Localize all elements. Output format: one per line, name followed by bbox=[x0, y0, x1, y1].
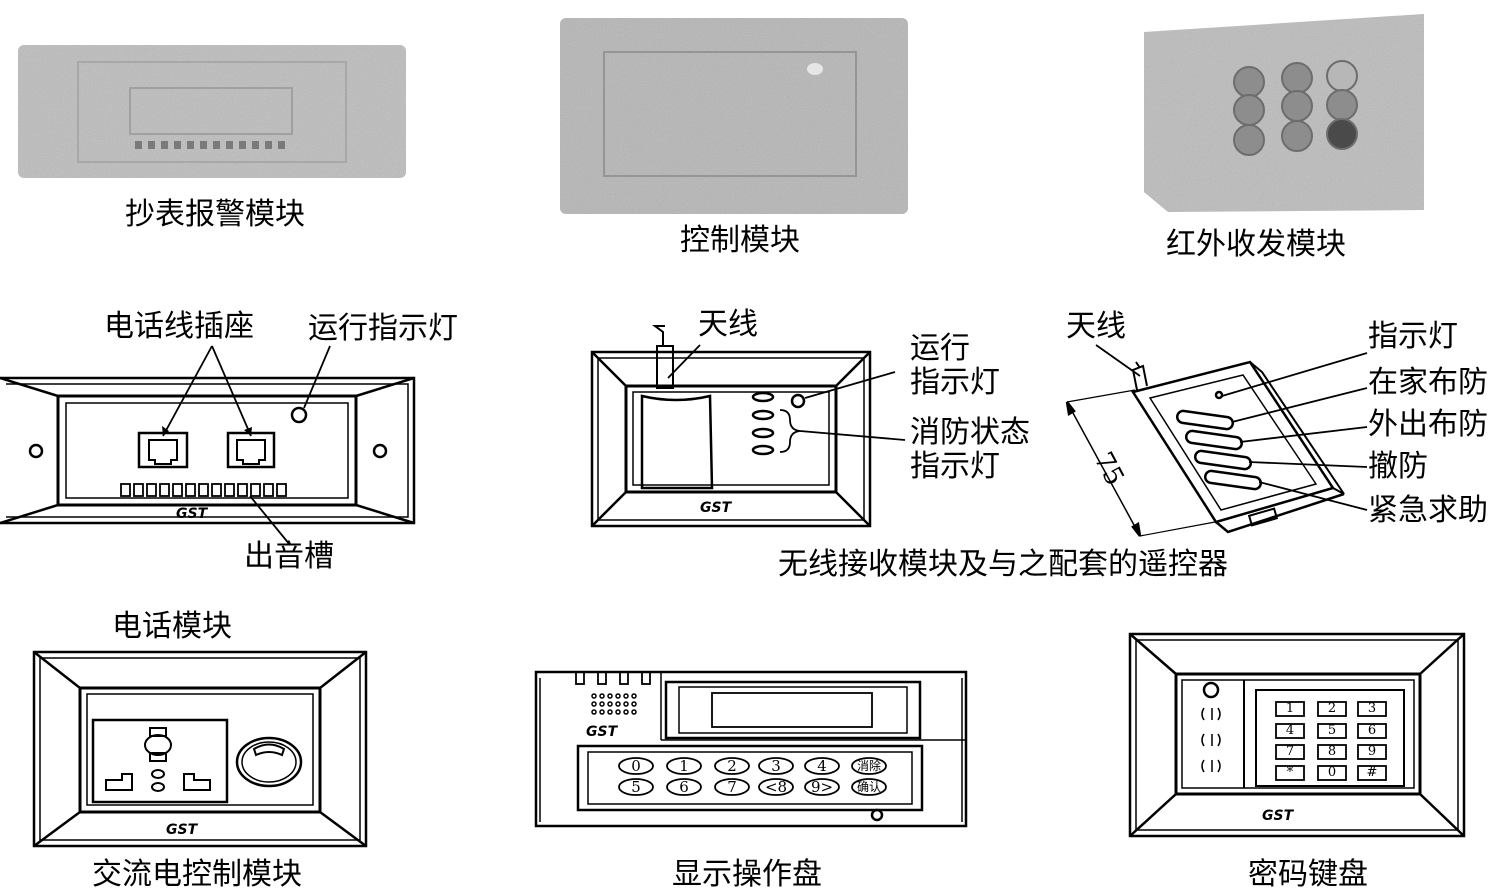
display-key: 6 bbox=[679, 778, 689, 796]
callout-run-light-line1: 运行 bbox=[910, 331, 970, 366]
callout-antenna: 天线 bbox=[698, 307, 758, 342]
keypad-key: 2 bbox=[1327, 701, 1337, 716]
callout-home-arm: 在家布防 bbox=[1368, 365, 1488, 400]
caption-infrared: 红外收发模块 bbox=[1166, 227, 1346, 262]
keypad-key: 5 bbox=[1327, 723, 1337, 738]
display-key: 7 bbox=[727, 778, 737, 796]
callout-fire-light-line2: 指示灯 bbox=[910, 449, 1000, 484]
display-key: 2 bbox=[727, 757, 737, 775]
callout-away-arm: 外出布防 bbox=[1368, 407, 1488, 442]
caption-wireless: 无线接收模块及与之配套的遥控器 bbox=[778, 547, 1228, 582]
callout-fire-light-line1: 消防状态 bbox=[910, 415, 1030, 450]
brand-logo-keypad: GST bbox=[1262, 808, 1294, 824]
control-module-photo bbox=[560, 18, 908, 214]
meter-alarm-module-photo bbox=[18, 45, 406, 178]
keypad-key: * bbox=[1286, 765, 1294, 780]
caption-display-panel: 显示操作盘 bbox=[672, 857, 822, 892]
caption-ac-control: 交流电控制模块 bbox=[92, 857, 302, 892]
caption-meter-alarm: 抄表报警模块 bbox=[125, 197, 305, 232]
display-key: 5 bbox=[631, 778, 641, 796]
callout-disarm: 撤防 bbox=[1368, 449, 1428, 484]
display-key: 消除 bbox=[856, 759, 881, 773]
infrared-module-photo bbox=[1144, 14, 1424, 212]
keypad-key: 0 bbox=[1327, 765, 1337, 780]
keypad-key: 6 bbox=[1367, 723, 1377, 738]
ac-control-module-drawing bbox=[32, 650, 368, 848]
callout-sound-slot: 出音槽 bbox=[244, 539, 334, 574]
keypad-key: 3 bbox=[1367, 701, 1377, 716]
keypad-key: 7 bbox=[1285, 744, 1295, 759]
keypad-key: 8 bbox=[1327, 744, 1337, 759]
display-key: 4 bbox=[817, 757, 827, 775]
keypad-key: # bbox=[1366, 765, 1378, 780]
display-key: 0 bbox=[631, 757, 641, 775]
brand-logo-ac-control: GST bbox=[166, 822, 198, 838]
callout-run-light-line2: 指示灯 bbox=[910, 365, 1000, 400]
remote-controller-drawing bbox=[1065, 344, 1368, 537]
telephone-module-drawing bbox=[0, 345, 416, 546]
callout-remote-antenna: 天线 bbox=[1066, 309, 1126, 344]
display-panel-drawing bbox=[534, 670, 968, 828]
callout-indicator: 指示灯 bbox=[1368, 319, 1458, 354]
keypad-key: 9 bbox=[1367, 744, 1377, 759]
callout-run-light: 运行指示灯 bbox=[308, 311, 458, 346]
brand-logo-telephone: GST bbox=[176, 506, 208, 522]
caption-control: 控制模块 bbox=[680, 223, 800, 258]
keypad-key: 1 bbox=[1285, 701, 1295, 716]
caption-password-keypad: 密码键盘 bbox=[1248, 857, 1368, 892]
brand-logo-display-panel: GST bbox=[586, 724, 618, 740]
display-key: 确认 bbox=[856, 780, 881, 794]
display-key: 9> bbox=[810, 778, 834, 796]
caption-telephone: 电话模块 bbox=[112, 609, 232, 644]
callout-phone-jack: 电话线插座 bbox=[104, 309, 254, 344]
password-keypad-drawing bbox=[1128, 632, 1466, 838]
display-key: 3 bbox=[771, 757, 781, 775]
display-key: 1 bbox=[679, 757, 689, 775]
keypad-key: 4 bbox=[1285, 723, 1295, 738]
wireless-receiver-drawing bbox=[590, 325, 906, 528]
brand-logo-wireless: GST bbox=[700, 500, 732, 516]
display-key: <8 bbox=[764, 778, 788, 796]
callout-emergency: 紧急求助 bbox=[1368, 493, 1488, 528]
